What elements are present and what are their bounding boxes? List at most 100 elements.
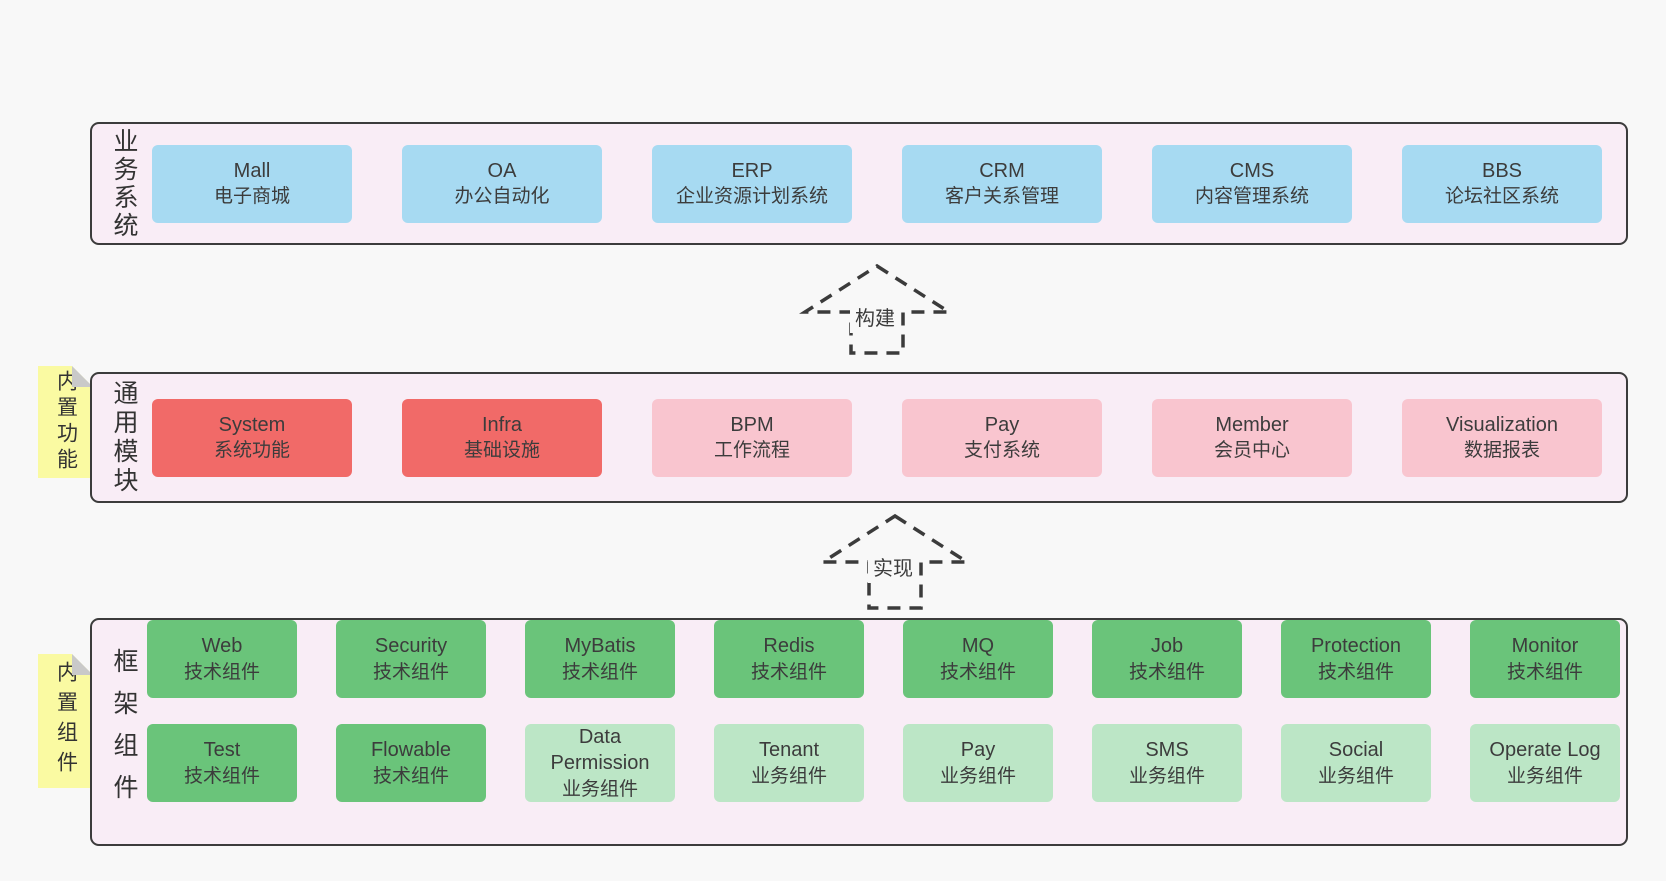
- box-system: System 系统功能: [152, 398, 352, 477]
- box-infra: Infra 基础设施: [402, 398, 602, 477]
- box-subtitle: 工作流程: [713, 440, 790, 462]
- sticky-tag-built-in-components: 内置组件: [38, 654, 93, 788]
- implement-arrow-label: 实现: [868, 550, 918, 583]
- box-title: Visualization: [1446, 413, 1558, 436]
- box-subtitle: 技术组件: [372, 661, 449, 683]
- box-title: Monitor: [1511, 635, 1579, 658]
- box-bbs: BBS 论坛社区系统: [1402, 144, 1602, 223]
- box-mq: MQ 技术组件: [903, 620, 1053, 698]
- box-subtitle: 办公自动化: [454, 186, 550, 208]
- box-title: Flowable: [370, 739, 452, 762]
- box-subtitle: 业务组件: [750, 765, 827, 787]
- sticky-tag-label: 内置组件: [54, 661, 78, 781]
- box-title: Web: [201, 635, 243, 658]
- box-subtitle: 业务组件: [1128, 765, 1205, 787]
- box-title: Redis: [763, 635, 815, 658]
- box-erp: ERP 企业资源计划系统: [652, 144, 852, 223]
- box-title: Mall: [233, 159, 271, 182]
- box-subtitle: 技术组件: [561, 661, 638, 683]
- box-title: Member: [1215, 413, 1289, 436]
- box-subtitle: 企业资源计划系统: [675, 186, 828, 208]
- build-arrow-icon: [799, 263, 955, 355]
- common-modules-row: System 系统功能 Infra 基础设施 BPM 工作流程 Pay 支付系统…: [92, 374, 1626, 501]
- box-subtitle: 内容管理系统: [1194, 186, 1309, 208]
- box-crm: CRM 客户关系管理: [902, 144, 1102, 223]
- box-title: ERP: [731, 159, 773, 182]
- box-title: Social: [1328, 739, 1384, 762]
- framework-components-row-2: Test 技术组件 Flowable 技术组件 Data Permission …: [92, 724, 1626, 802]
- box-member: Member 会员中心: [1152, 398, 1352, 477]
- box-subtitle: 客户关系管理: [944, 186, 1059, 208]
- box-flowable: Flowable 技术组件: [336, 724, 486, 802]
- box-test: Test 技术组件: [147, 724, 297, 802]
- box-subtitle: 业务组件: [1317, 765, 1394, 787]
- panel-label-common-modules: 通用模块: [110, 379, 138, 496]
- box-title: System: [218, 413, 286, 436]
- box-title: BPM: [730, 413, 774, 436]
- box-subtitle: 技术组件: [750, 661, 827, 683]
- box-title: SMS: [1145, 739, 1189, 762]
- box-subtitle: 业务组件: [561, 778, 638, 800]
- box-monitor: Monitor 技术组件: [1470, 620, 1620, 698]
- box-subtitle: 电子商城: [213, 186, 290, 208]
- box-subtitle: 技术组件: [372, 765, 449, 787]
- box-oa: OA 办公自动化: [402, 144, 602, 223]
- box-protection: Protection 技术组件: [1281, 620, 1431, 698]
- box-title: CMS: [1229, 159, 1275, 182]
- box-title: Test: [203, 739, 241, 762]
- box-subtitle: 技术组件: [1506, 661, 1583, 683]
- framework-components-panel: 框架组件 Web 技术组件 Security 技术组件 MyBatis 技术组件…: [90, 618, 1628, 846]
- box-title: OA: [487, 159, 517, 182]
- box-pay: Pay 支付系统: [902, 398, 1102, 477]
- box-subtitle: 会员中心: [1213, 440, 1290, 462]
- panel-label-framework-components: 框架组件: [110, 648, 138, 816]
- box-title: MQ: [961, 635, 995, 658]
- box-subtitle: 技术组件: [939, 661, 1016, 683]
- box-title: BBS: [1481, 159, 1523, 182]
- box-subtitle: 基础设施: [463, 440, 540, 462]
- box-subtitle: 技术组件: [183, 765, 260, 787]
- implement-arrow-icon: [817, 513, 973, 610]
- box-title: MyBatis: [564, 635, 636, 658]
- box-subtitle: 技术组件: [1128, 661, 1205, 683]
- box-title: Pay: [960, 739, 996, 762]
- framework-components-row-1: Web 技术组件 Security 技术组件 MyBatis 技术组件 Redi…: [92, 620, 1626, 698]
- box-data-permission: Data Permission 业务组件: [525, 724, 675, 802]
- box-subtitle: 论坛社区系统: [1444, 186, 1559, 208]
- box-security: Security 技术组件: [336, 620, 486, 698]
- box-subtitle: 业务组件: [939, 765, 1016, 787]
- box-subtitle: 系统功能: [213, 440, 290, 462]
- common-modules-panel: 通用模块 System 系统功能 Infra 基础设施 BPM 工作流程 Pay…: [90, 372, 1628, 503]
- box-title: CRM: [979, 159, 1025, 182]
- box-bpm: BPM 工作流程: [652, 398, 852, 477]
- box-social: Social 业务组件: [1281, 724, 1431, 802]
- panel-label-business-systems: 业务系统: [110, 127, 138, 240]
- sticky-tag-built-in-features: 内置功能: [38, 366, 93, 478]
- box-subtitle: 技术组件: [183, 661, 260, 683]
- box-title: Infra: [481, 413, 523, 436]
- box-sms: SMS 业务组件: [1092, 724, 1242, 802]
- box-web: Web 技术组件: [147, 620, 297, 698]
- box-title: Tenant: [758, 739, 820, 762]
- business-systems-panel: 业务系统 Mall 电子商城 OA 办公自动化 ERP 企业资源计划系统 CRM…: [90, 122, 1628, 245]
- sticky-tag-label: 内置功能: [54, 370, 78, 474]
- box-job: Job 技术组件: [1092, 620, 1242, 698]
- build-arrow-label: 构建: [850, 300, 900, 333]
- box-title: Operate Log: [1489, 739, 1601, 762]
- box-subtitle: 业务组件: [1506, 765, 1583, 787]
- box-pay-business: Pay 业务组件: [903, 724, 1053, 802]
- business-systems-row: Mall 电子商城 OA 办公自动化 ERP 企业资源计划系统 CRM 客户关系…: [92, 124, 1626, 243]
- box-visualization: Visualization 数据报表: [1402, 398, 1602, 477]
- box-subtitle: 数据报表: [1463, 440, 1540, 462]
- box-mall: Mall 电子商城: [152, 144, 352, 223]
- box-mybatis: MyBatis 技术组件: [525, 620, 675, 698]
- box-title: Job: [1150, 635, 1184, 658]
- box-title: Data Permission: [550, 726, 650, 775]
- box-title: Protection: [1310, 635, 1402, 658]
- box-operate-log: Operate Log 业务组件: [1470, 724, 1620, 802]
- box-cms: CMS 内容管理系统: [1152, 144, 1352, 223]
- box-title: Security: [374, 635, 448, 658]
- box-redis: Redis 技术组件: [714, 620, 864, 698]
- box-subtitle: 支付系统: [963, 440, 1040, 462]
- box-title: Pay: [984, 413, 1020, 436]
